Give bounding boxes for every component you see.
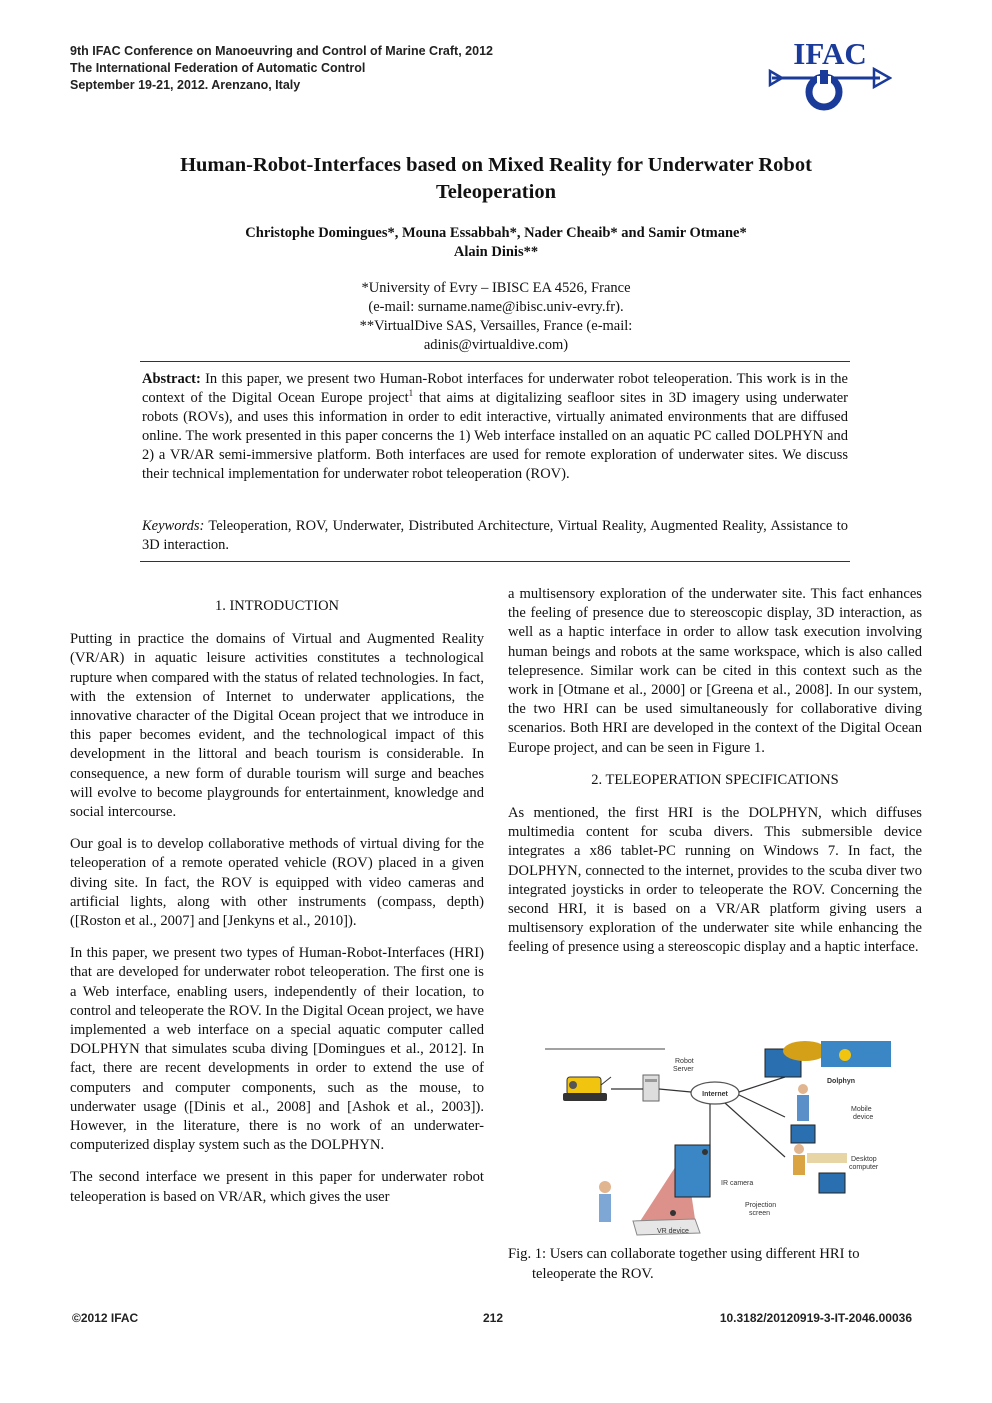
authors-line1: Christophe Domingues*, Mouna Essabbah*, …: [245, 225, 747, 241]
robot-server-icon: [642, 1074, 660, 1102]
svg-text:Mobile: Mobile: [851, 1106, 872, 1113]
left-column: 1. INTRODUCTION Putting in practice the …: [70, 597, 484, 1220]
paper-title-line1: Human-Robot-Interfaces based on Mixed Re…: [180, 154, 812, 176]
intro-paragraph-4: The second interface we present in this …: [70, 1169, 484, 1205]
internet-cloud-icon: Internet: [690, 1081, 740, 1105]
intro-paragraph-3: In this paper, we present two types of H…: [70, 945, 484, 1154]
dolphyn-device-image: [764, 1041, 891, 1078]
svg-text:device: device: [853, 1114, 873, 1121]
paper-title-line2: Teleoperation: [436, 181, 556, 203]
affiliation-line2: (e-mail: surname.name@ibisc.univ-evry.fr…: [368, 299, 624, 315]
label-robot-server: Robot: [675, 1058, 694, 1065]
intro-paragraph-1: Putting in practice the domains of Virtu…: [70, 631, 484, 821]
mobile-user-icon: [790, 1084, 816, 1144]
conference-header: 9th IFAC Conference on Manoeuvring and C…: [70, 43, 493, 94]
rov-robot-icon: [563, 1076, 612, 1101]
abstract-block: Abstract: In this paper, we present two …: [142, 370, 848, 484]
label-dolphyn: Dolphyn: [827, 1078, 855, 1085]
label-vr-device: VR device: [657, 1228, 689, 1235]
svg-text:Server: Server: [673, 1066, 694, 1073]
federation-name: The International Federation of Automati…: [70, 61, 366, 75]
ifac-logo-text: IFAC: [793, 36, 866, 71]
abstract-label: Abstract:: [142, 371, 201, 387]
keywords-text: Teleoperation, ROV, Underwater, Distribu…: [142, 518, 848, 553]
vr-projection-setup: [599, 1144, 711, 1236]
intro-paragraph-2: Our goal is to develop collaborative met…: [70, 836, 484, 930]
affiliation-line1: *University of Evry – IBISC EA 4526, Fra…: [361, 280, 631, 296]
keywords-block: Keywords: Teleoperation, ROV, Underwater…: [142, 517, 848, 555]
author-list: Christophe Domingues*, Mouna Essabbah*, …: [60, 224, 932, 262]
right-paragraph-2: As mentioned, the first HRI is the DOLPH…: [508, 805, 922, 956]
footnote-mark: 1: [408, 388, 414, 399]
svg-text:Desktop: Desktop: [851, 1156, 877, 1163]
affiliations: *University of Evry – IBISC EA 4526, Fra…: [60, 279, 932, 355]
keywords-label: Keywords:: [142, 518, 205, 534]
conference-name: 9th IFAC Conference on Manoeuvring and C…: [70, 44, 493, 58]
svg-text:IR camera: IR camera: [721, 1180, 753, 1187]
section-teleoperation-heading: 2. TELEOPERATION SPECIFICATIONS: [591, 771, 839, 788]
abstract-bottom-rule: [140, 561, 850, 562]
affiliation-line4: adinis@virtualdive.com): [423, 337, 569, 353]
footer-doi: 10.3182/20120919-3-IT-2046.00036: [719, 1311, 912, 1325]
footer-page-number: 212: [483, 1311, 504, 1325]
figure-1-diagram: Robot Server Internet Dolphyn Mobile dev…: [545, 1037, 925, 1237]
abstract-text-a: In this paper, we present two Human-Robo…: [142, 371, 848, 406]
label-internet: Internet: [702, 1091, 728, 1098]
affiliation-line3: **VirtualDive SAS, Versailles, France (e…: [359, 318, 633, 334]
section-introduction-heading: 1. INTRODUCTION: [214, 598, 340, 614]
conference-date-location: September 19-21, 2012. Arenzano, Italy: [70, 78, 301, 92]
right-column: a multisensory exploration of the underw…: [508, 585, 922, 971]
abstract-top-rule: [140, 361, 850, 362]
desktop-computer-icon: [793, 1144, 847, 1194]
svg-text:screen: screen: [749, 1210, 770, 1217]
footer-copyright: ©2012 IFAC: [72, 1311, 139, 1325]
authors-line2: Alain Dinis**: [453, 244, 539, 260]
right-paragraph-1: a multisensory exploration of the underw…: [508, 586, 922, 756]
svg-text:Projection: Projection: [745, 1202, 776, 1209]
ifac-logo: IFAC: [768, 36, 893, 120]
paper-title: Human-Robot-Interfaces based on Mixed Re…: [60, 152, 932, 206]
abstract-text-b: that aims at digitalizing seafloor sites…: [142, 390, 848, 482]
svg-text:computer: computer: [849, 1164, 879, 1171]
figure-1-caption: Fig. 1: Users can collaborate together u…: [508, 1246, 860, 1282]
